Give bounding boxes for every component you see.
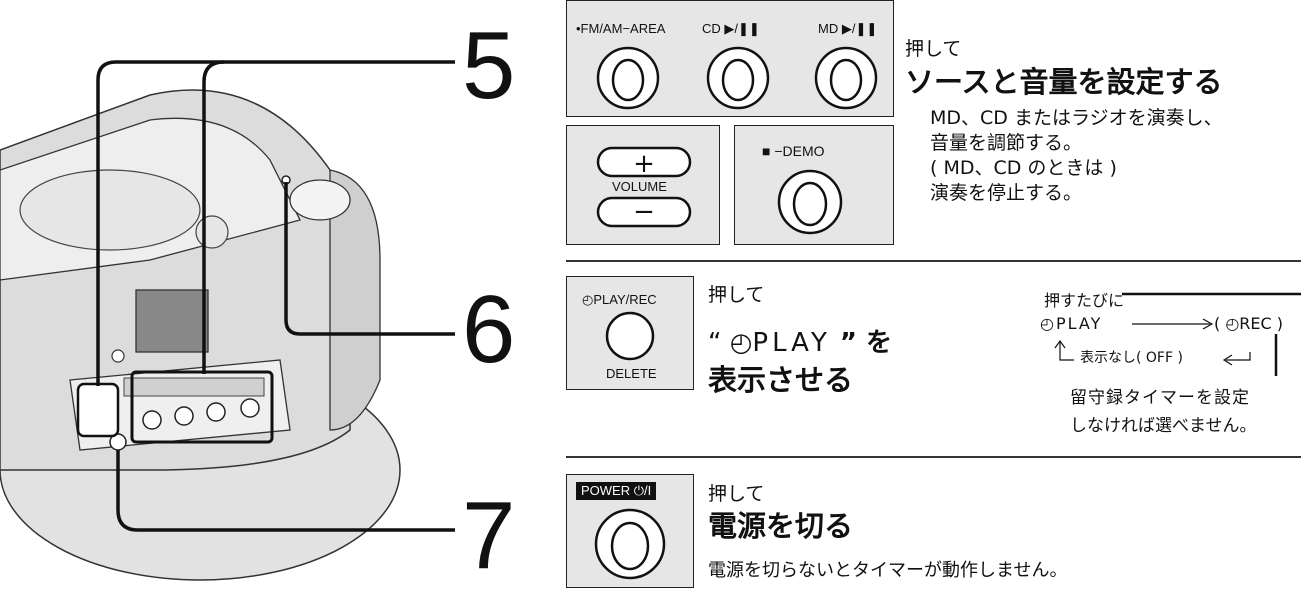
step7-desc: 電源を切らないとタイマーが動作しません。 (708, 560, 1068, 581)
cycle-header: 押すたびに (1044, 291, 1125, 310)
delete-label: DELETE (606, 366, 657, 381)
step7-action: 押して (708, 483, 765, 505)
device-illustration (0, 60, 455, 581)
power-button[interactable] (592, 504, 670, 584)
step5-desc-3: ( MD、CD のときは ) (930, 157, 1117, 179)
cd-play-button[interactable] (706, 42, 772, 110)
cycle-arrows (1054, 292, 1301, 376)
step5-desc-4: 演奏を停止する。 (930, 182, 1083, 204)
step5-desc-1: MD、CD またはラジオを演奏し、 (930, 107, 1223, 129)
step5-action: 押して (905, 38, 962, 60)
power-icon: ⏻/I (633, 483, 652, 498)
step-number-5: 5 (462, 12, 515, 119)
clock-icon: ◴ (1225, 314, 1240, 333)
stop-button[interactable] (776, 166, 846, 238)
step6-title-line1: “ ◴PLAY ” を (708, 328, 893, 358)
cycle-rec: ( ◴REC ) (1214, 314, 1284, 333)
fm-am-button[interactable] (596, 42, 662, 110)
cycle-none: 表示なし( OFF ) (1080, 350, 1183, 366)
svg-text:+: + (633, 149, 655, 179)
md-play-button[interactable] (814, 42, 880, 110)
play-rec-button[interactable] (604, 310, 656, 362)
stop-demo-label: ■ −DEMO (762, 143, 825, 159)
step5-desc-2: 音量を調節する。 (930, 132, 1083, 154)
step5-title: ソースと音量を設定する (905, 65, 1223, 99)
section-divider (566, 260, 1301, 262)
cd-label: CD ▶/❚❚ (702, 21, 760, 36)
step-number-6: 6 (462, 276, 515, 383)
clock-icon: ◴ (1040, 314, 1056, 333)
step6-action: 押して (708, 284, 765, 306)
fm-am-label: •FM/AM−AREA (576, 21, 666, 36)
cycle-note-2: しなければ選べません。 (1070, 416, 1257, 436)
step-number-7: 7 (462, 482, 515, 589)
volume-down-button[interactable]: − (596, 196, 696, 232)
play-rec-label: ◴PLAY/REC (582, 292, 657, 307)
cycle-note-1: 留守録タイマーを設定 (1070, 388, 1250, 408)
power-label: POWER ⏻/I (576, 482, 657, 500)
step6-title-line2: 表示させる (708, 363, 854, 397)
svg-text:−: − (633, 197, 655, 227)
cycle-play: ◴PLAY (1040, 314, 1103, 333)
md-label: MD ▶/❚❚ (818, 21, 878, 36)
step7-title: 電源を切る (708, 509, 854, 543)
volume-label: VOLUME (612, 179, 667, 194)
section-divider (566, 456, 1301, 458)
volume-up-button[interactable]: + (596, 146, 696, 182)
clock-icon: ◴ (729, 328, 753, 358)
